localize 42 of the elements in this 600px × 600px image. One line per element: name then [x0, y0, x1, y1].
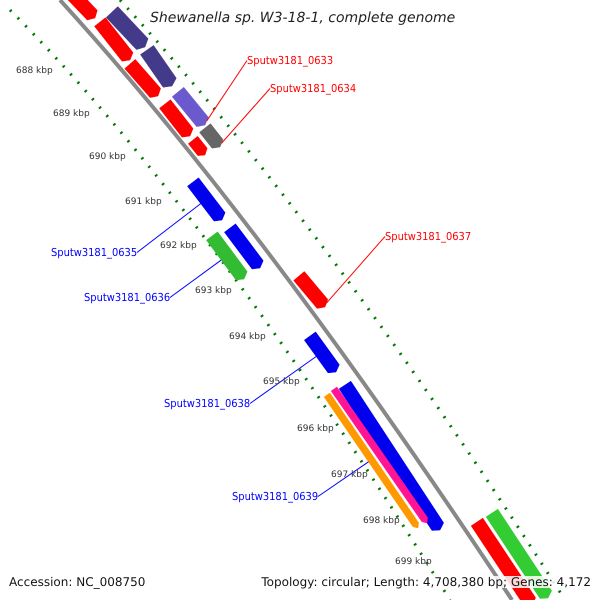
gene-label: Sputw3181_0634 [270, 83, 356, 94]
tick-label: 688 kbp [16, 67, 53, 76]
footer-text: Topology: circular; Length: 4,708,380 bp; Genes: 4,172 [261, 576, 591, 588]
tick-label: 694 kbp [229, 333, 266, 342]
gene-feature-block [124, 59, 161, 98]
leader-line [136, 203, 202, 253]
gene-feature-block [187, 178, 226, 222]
leader-line [221, 88, 270, 144]
gene-label: Sputw3181_0636 [84, 292, 170, 303]
tick-label: 691 kbp [125, 198, 162, 207]
tick-label: 693 kbp [195, 287, 232, 296]
gene-feature-block [206, 232, 248, 280]
gene-label: Sputw3181_0637 [385, 231, 472, 242]
gene-feature-block [172, 87, 209, 127]
tick-label: 695 kbp [263, 378, 300, 387]
gene-label: Sputw3181_0635 [51, 247, 138, 258]
gene-feature-block [293, 271, 328, 309]
gene-feature-block [106, 6, 148, 50]
tick-label: 692 kbp [160, 242, 197, 251]
tick-label: 690 kbp [89, 153, 126, 162]
leader-line [170, 260, 222, 298]
gene-feature-block [188, 136, 208, 156]
gene-feature-block [159, 99, 194, 138]
tick-label: 697 kbp [331, 471, 368, 480]
leader-line [326, 236, 386, 304]
gene-feature-block [224, 224, 264, 270]
leader-line [206, 60, 248, 122]
gene-feature-block [94, 17, 134, 62]
gene-label: Sputw3181_0639 [232, 491, 318, 502]
title: Shewanella sp. W3-18-1, complete genome [150, 11, 456, 25]
tick-label: 696 kbp [297, 425, 334, 434]
tick-label: 698 kbp [363, 517, 400, 526]
leader-line [250, 356, 317, 404]
gene-label: Sputw3181_0633 [247, 55, 334, 66]
gene-label: Sputw3181_0638 [164, 398, 250, 409]
tick-label: 689 kbp [53, 110, 90, 119]
gene-feature-block [140, 45, 177, 88]
footer-text: Accession: NC_008750 [9, 576, 146, 588]
gene-feature-block [199, 123, 224, 148]
tick-label: 699 kbp [395, 558, 432, 567]
leader-line [318, 461, 369, 497]
gene-feature-block [304, 332, 340, 374]
